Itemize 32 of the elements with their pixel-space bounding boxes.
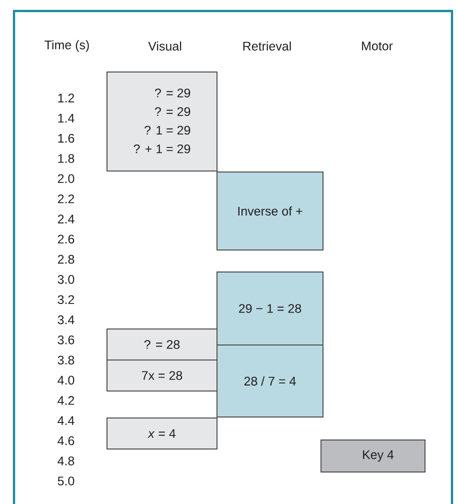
time-label: 3.0 — [58, 275, 74, 284]
column-header: Visual — [148, 41, 182, 51]
time-label: 1.4 — [58, 114, 74, 122]
time-label: 4.0 — [58, 376, 74, 385]
time-label: 1.8 — [58, 154, 74, 163]
visual-box: ? = 28 — [106, 328, 218, 360]
time-label: 3.6 — [58, 336, 74, 344]
time-label: 2.8 — [58, 254, 74, 264]
retrieval-box: 28 / 7 = 4 — [216, 344, 324, 418]
time-label: 4.4 — [58, 416, 74, 425]
motor-box: Key 4 — [320, 440, 426, 472]
time-label: 5.0 — [58, 476, 74, 486]
time-label: 2.6 — [58, 234, 74, 244]
visual-box: ? = 29 ? = 29 ? 1 = 29 ? + 1 = 29 — [106, 72, 218, 172]
retrieval-box: Inverse of + — [216, 172, 324, 250]
column-header: Motor — [362, 42, 393, 50]
column-header: Retrieval — [243, 41, 291, 51]
time-label: 2.4 — [58, 214, 74, 224]
time-label: 3.8 — [58, 356, 74, 365]
time-label: 3.2 — [58, 295, 74, 304]
visual-box: x = 4 — [106, 418, 218, 450]
time-label: 2.2 — [58, 194, 74, 204]
time-label: 1.2 — [58, 94, 74, 102]
visual-box: 7x = 28 — [106, 360, 218, 392]
time-label: 1.6 — [58, 134, 74, 143]
time-label: 2.0 — [58, 174, 74, 184]
column-header: Time (s) — [44, 40, 89, 52]
time-label: 4.2 — [58, 396, 74, 405]
time-label: 4.6 — [58, 436, 74, 446]
retrieval-box: 29 − 1 = 28 — [216, 272, 324, 346]
time-label: 3.4 — [58, 315, 74, 324]
time-label: 4.8 — [58, 456, 74, 466]
